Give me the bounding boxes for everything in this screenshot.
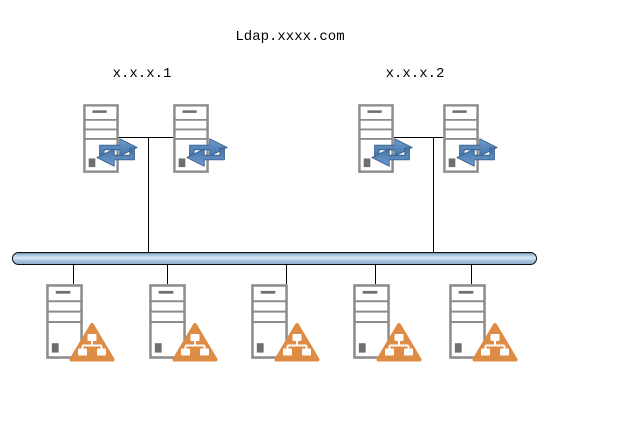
sync-arrows-icon — [186, 138, 228, 167]
group-1-to-bus-line — [148, 137, 149, 253]
sync-arrows-icon — [96, 138, 138, 167]
network-bus-bar — [12, 252, 537, 265]
bus-drop-line — [375, 264, 376, 284]
bus-drop-line — [471, 264, 472, 284]
bus-drop-line — [73, 264, 74, 284]
org-chart-triangle-icon — [376, 323, 422, 362]
sync-arrows-icon — [371, 138, 413, 167]
bus-drop-line — [167, 264, 168, 284]
org-chart-triangle-icon — [172, 323, 218, 362]
group-2-pair-link-line — [394, 137, 443, 138]
sync-arrows-icon — [456, 138, 498, 167]
group-2-to-bus-line — [433, 137, 434, 253]
org-chart-triangle-icon — [69, 323, 115, 362]
diagram-title: Ldap.xxxx.com — [235, 29, 345, 45]
group-1-pair-link-line — [118, 137, 173, 138]
bus-drop-line — [286, 264, 287, 284]
group-1-label: x.x.x.1 — [112, 66, 172, 82]
group-2-label: x.x.x.2 — [385, 66, 445, 82]
org-chart-triangle-icon — [472, 323, 518, 362]
org-chart-triangle-icon — [274, 323, 320, 362]
